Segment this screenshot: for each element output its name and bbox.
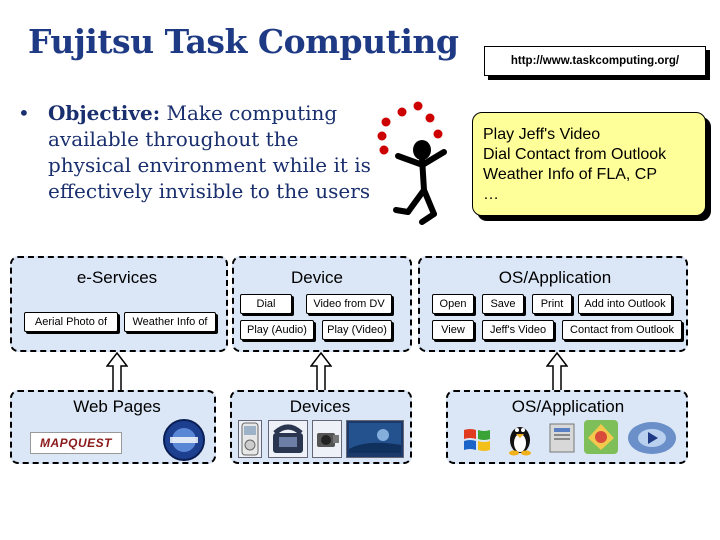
media-player-icon[interactable] — [624, 416, 680, 458]
juggler-figure-icon — [377, 101, 447, 225]
service-chip-view[interactable]: View — [432, 320, 474, 340]
ipod-device-image[interactable] — [238, 420, 262, 458]
service-chip-play-audio[interactable]: Play (Audio) — [240, 320, 314, 340]
callout-line: Weather Info of FLA, CP — [483, 166, 658, 183]
objective-text: Make computing available throughout the … — [48, 101, 371, 203]
service-chip-jeffs-video[interactable]: Jeff's Video — [482, 320, 554, 340]
display-device-image[interactable] — [346, 420, 404, 458]
device-header: Device — [291, 268, 343, 287]
page-title: Fujitsu Task Computing — [28, 22, 459, 61]
e-services-header: e-Services — [76, 268, 158, 287]
web-pages-header: Web Pages — [73, 397, 161, 416]
callout-line: … — [483, 186, 499, 203]
service-chip-video-from-dv[interactable]: Video from DV — [306, 294, 392, 314]
os-sources-header: OS/Application — [511, 397, 625, 416]
service-chip-contact-from-outlook[interactable]: Contact from Outlook — [562, 320, 682, 340]
service-chip-print[interactable]: Print — [532, 294, 572, 314]
phone-device-image[interactable] — [268, 420, 308, 458]
os-app-header: OS/Application — [498, 268, 612, 287]
callout-line: Dial Contact from Outlook — [483, 146, 667, 163]
service-chip-add-into-outlook[interactable]: Add into Outlook — [578, 294, 672, 314]
mapquest-logo[interactable]: MAPQUEST — [30, 432, 122, 454]
windows-logo-icon[interactable] — [462, 426, 492, 454]
objective-label: Objective: — [48, 101, 161, 125]
e-services-panel — [10, 256, 228, 352]
weather-site-logo-icon[interactable] — [162, 418, 206, 462]
bullet-glyph: • — [18, 101, 30, 125]
service-chip-dial[interactable]: Dial — [240, 294, 292, 314]
up-arrow-icon — [310, 352, 332, 392]
objective-bullet: • Objective: Make computing available th… — [18, 100, 378, 204]
service-chip-play-video[interactable]: Play (Video) — [322, 320, 392, 340]
service-chip-save[interactable]: Save — [482, 294, 524, 314]
up-arrow-icon — [106, 352, 128, 392]
callout-line: Play Jeff's Video — [483, 126, 601, 143]
colorful-app-icon[interactable] — [582, 418, 620, 456]
service-chip-weather-info[interactable]: Weather Info of — [124, 312, 216, 332]
mapquest-logo-text: MAPQUEST — [39, 436, 112, 450]
url-label[interactable]: http://www.taskcomputing.org/ — [484, 46, 706, 76]
devices-header: Devices — [289, 397, 351, 416]
service-chip-aerial-photo[interactable]: Aerial Photo of — [24, 312, 118, 332]
linux-penguin-icon[interactable] — [506, 420, 534, 456]
office-app-icon[interactable] — [548, 420, 576, 454]
camcorder-device-image[interactable] — [312, 420, 342, 458]
up-arrow-icon — [546, 352, 568, 392]
task-examples-callout: Play Jeff's Video Dial Contact from Outl… — [472, 112, 706, 216]
service-chip-open[interactable]: Open — [432, 294, 474, 314]
